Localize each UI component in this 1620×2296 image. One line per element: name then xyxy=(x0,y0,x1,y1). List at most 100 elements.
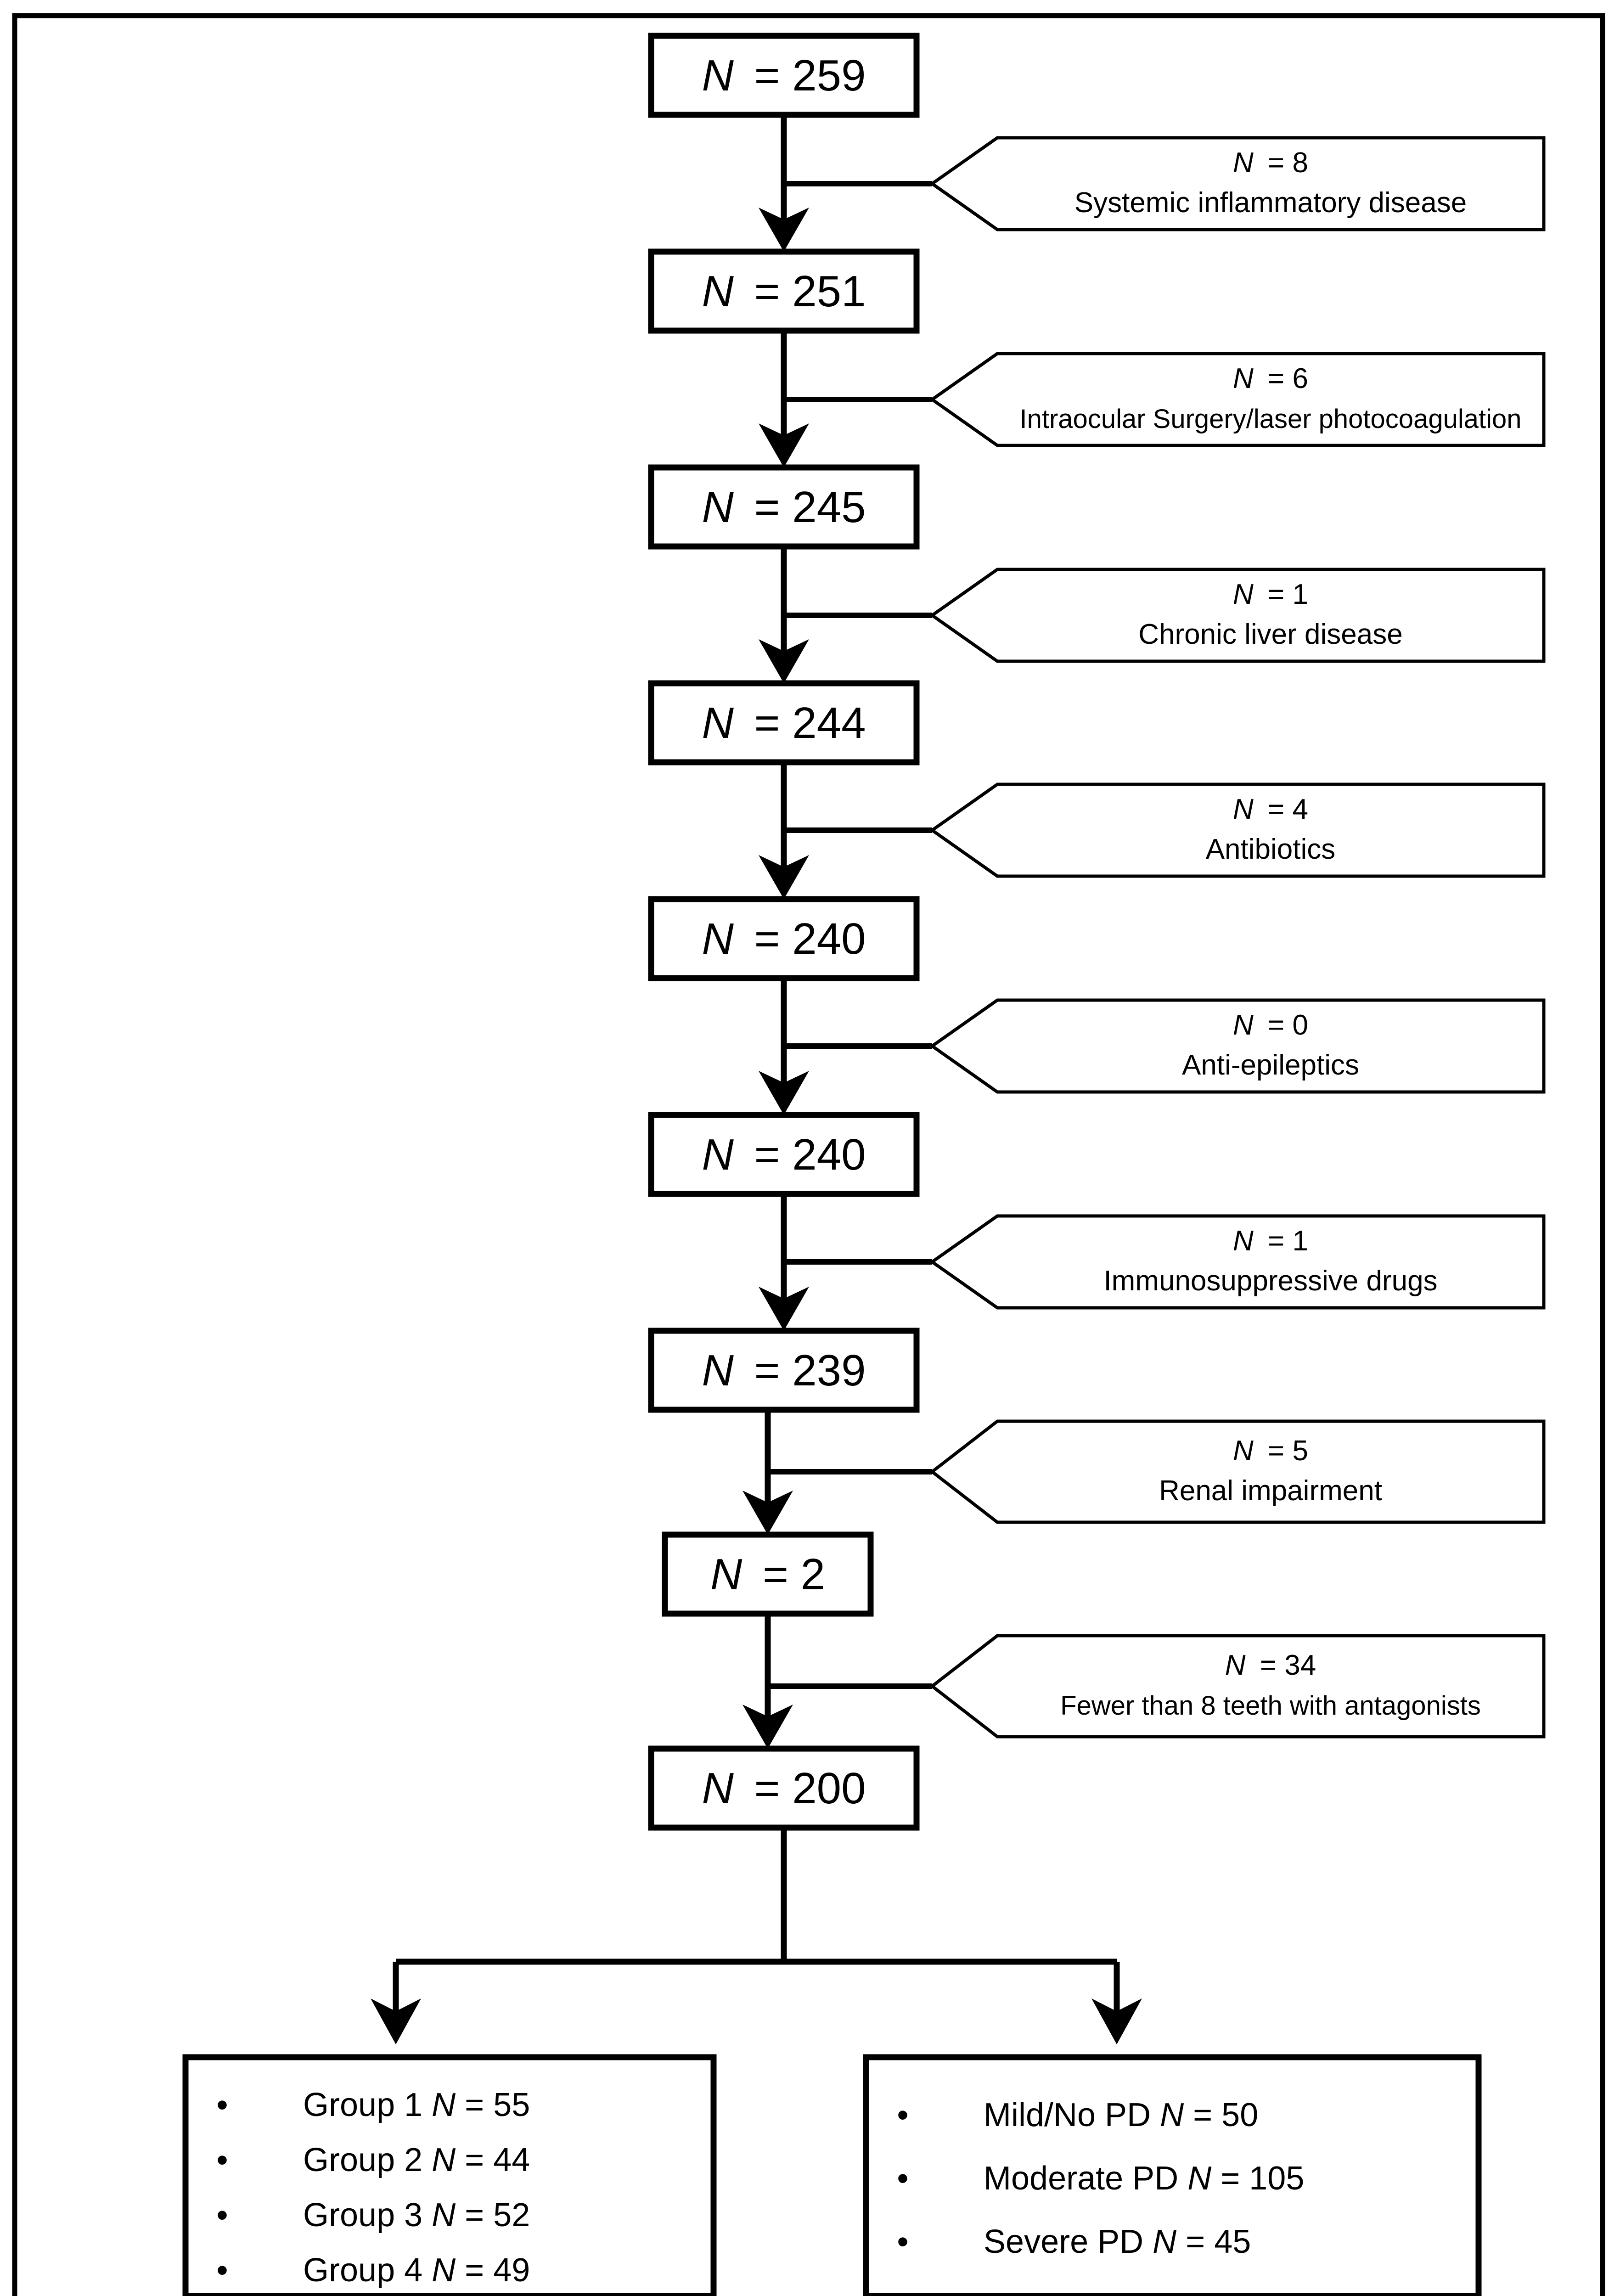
chain-node-n2-value: 245 xyxy=(792,483,866,532)
group-right-0-eq: = 50 xyxy=(1184,2097,1258,2133)
svg-text:N = 1: N = 1 xyxy=(1233,1225,1308,1257)
chain-node-n5-symbol: N xyxy=(702,1130,734,1179)
exclusion-box-e0: N = 8 Systemic inflammatory disease xyxy=(929,136,1546,231)
svg-text:N = 2: N = 2 xyxy=(710,1550,825,1599)
svg-text:N = 251: N = 251 xyxy=(702,267,866,316)
chain-node-n2-symbol: N xyxy=(702,483,734,532)
outcome-box-right: • Mild/No PD N = 50 • Moderate PD N = 10… xyxy=(863,2054,1482,2296)
chain-node-n2: N = 245 xyxy=(648,464,920,550)
list-item: Group 1 N = 55 xyxy=(303,2087,530,2123)
group-right-1-prefix: Moderate PD xyxy=(984,2160,1187,2197)
list-item: Severe PD N = 45 xyxy=(984,2223,1251,2260)
bullet-icon: • xyxy=(897,2160,908,2197)
exclusion-e6-symbol: N xyxy=(1233,1435,1254,1467)
exclusion-e4-count: 0 xyxy=(1292,1009,1308,1041)
exclusion-box-e6: N = 5 Renal impairment xyxy=(929,1419,1546,1524)
chain-node-n4-symbol: N xyxy=(702,914,734,963)
svg-text:N = 240: N = 240 xyxy=(702,1130,866,1179)
exclusion-e2-symbol: N xyxy=(1233,579,1254,610)
svg-text:N = 239: N = 239 xyxy=(702,1346,866,1395)
exclusion-e4-reason: Anti-epileptics xyxy=(1182,1049,1359,1081)
group-left-0-eq: = 55 xyxy=(456,2087,530,2123)
connector-n6-n7 xyxy=(742,1410,793,1535)
group-right-0-symbol: N xyxy=(1160,2097,1184,2133)
chain-node-n0: N = 259 xyxy=(648,33,920,118)
chain-node-n3-symbol: N xyxy=(702,698,734,748)
group-left-2-eq: = 52 xyxy=(456,2197,530,2234)
connector-n5-n6 xyxy=(759,1194,809,1331)
exclusion-box-e3: N = 4 Antibiotics xyxy=(929,782,1546,878)
group-left-1-prefix: Group 2 xyxy=(303,2142,432,2178)
group-right-1-eq: = 105 xyxy=(1211,2160,1304,2197)
chain-node-n5-value: 240 xyxy=(792,1130,866,1179)
list-item: Group 4 N = 49 xyxy=(303,2252,530,2289)
list-item: Group 3 N = 52 xyxy=(303,2197,530,2234)
svg-text:N = 1: N = 1 xyxy=(1233,579,1308,610)
exclusion-e5-reason: Immunosuppressive drugs xyxy=(1103,1265,1437,1297)
exclusion-e0-symbol: N xyxy=(1233,147,1254,179)
svg-text:N = 5: N = 5 xyxy=(1233,1435,1308,1467)
bullet-icon: • xyxy=(216,2087,228,2123)
svg-text:N = 244: N = 244 xyxy=(702,698,866,748)
figure-border xyxy=(12,13,1605,2296)
connector-n7-n8 xyxy=(742,1614,793,1749)
group-right-0-prefix: Mild/No PD xyxy=(984,2097,1160,2133)
outcome-box-left: • Group 1 N = 55 • Group 2 N = 44 • Grou… xyxy=(182,2054,717,2296)
exclusion-box-e1: N = 6 Intraocular Surgery/laser photocoa… xyxy=(929,352,1546,447)
chain-node-n1: N = 251 xyxy=(648,248,920,334)
group-left-1-eq: = 44 xyxy=(456,2142,530,2178)
svg-text:N = 34: N = 34 xyxy=(1225,1649,1316,1681)
exclusion-e6-reason: Renal impairment xyxy=(1159,1475,1382,1507)
group-left-3-symbol: N xyxy=(432,2252,456,2289)
svg-text:N = 8: N = 8 xyxy=(1233,147,1308,179)
exclusion-e5-symbol: N xyxy=(1233,1225,1254,1257)
exclusion-e1-count: 6 xyxy=(1292,363,1308,394)
connector-n4-n5 xyxy=(759,978,809,1115)
chain-node-n1-value: 251 xyxy=(792,267,866,316)
group-left-0-prefix: Group 1 xyxy=(303,2087,432,2123)
chain-node-n4-value: 240 xyxy=(792,914,866,963)
connector-n3-n4 xyxy=(759,762,809,899)
exclusion-e2-reason: Chronic liver disease xyxy=(1138,619,1402,650)
svg-text:N = 200: N = 200 xyxy=(702,1764,866,1813)
connector-n2-n3 xyxy=(759,546,809,683)
group-left-3-eq: = 49 xyxy=(456,2252,530,2289)
exclusion-e7-symbol: N xyxy=(1225,1649,1246,1681)
group-left-1-symbol: N xyxy=(432,2142,456,2178)
svg-text:N = 6: N = 6 xyxy=(1233,363,1308,394)
exclusion-e7-reason: Fewer than 8 teeth with antagonists xyxy=(1060,1691,1481,1721)
bullet-icon: • xyxy=(897,2097,908,2133)
exclusion-e0-count: 8 xyxy=(1292,147,1308,179)
chain-node-n7-value: 2 xyxy=(801,1550,825,1599)
group-left-3-prefix: Group 4 xyxy=(303,2252,432,2289)
list-item: Moderate PD N = 105 xyxy=(984,2160,1304,2197)
bullet-icon: • xyxy=(216,2252,228,2289)
exclusion-e5-count: 1 xyxy=(1292,1225,1308,1257)
chain-node-n5: N = 240 xyxy=(648,1112,920,1197)
bullet-icon: • xyxy=(897,2223,908,2260)
bullet-icon: • xyxy=(216,2142,228,2178)
group-right-1-symbol: N xyxy=(1187,2160,1212,2197)
chain-node-n6-symbol: N xyxy=(702,1346,734,1395)
split-connector xyxy=(371,1828,1142,2044)
chain-node-n0-value: 259 xyxy=(792,51,866,100)
chain-node-n6-value: 239 xyxy=(792,1346,866,1395)
chain-node-n7-symbol: N xyxy=(710,1550,742,1599)
group-left-0-symbol: N xyxy=(432,2087,456,2123)
exclusion-e6-count: 5 xyxy=(1292,1435,1308,1467)
chain-node-n3-value: 244 xyxy=(792,698,866,748)
group-right-2-eq: = 45 xyxy=(1176,2223,1251,2260)
exclusion-box-e7: N = 34 Fewer than 8 teeth with antagonis… xyxy=(929,1634,1546,1739)
chain-node-n7: N = 2 xyxy=(662,1531,874,1617)
group-right-2-prefix: Severe PD xyxy=(984,2223,1153,2260)
exclusion-e1-symbol: N xyxy=(1233,363,1254,394)
exclusion-box-e2: N = 1 Chronic liver disease xyxy=(929,568,1546,663)
chain-node-n0-symbol: N xyxy=(702,51,734,100)
exclusion-box-e5: N = 1 Immunosuppressive drugs xyxy=(929,1214,1546,1310)
chain-node-n3: N = 244 xyxy=(648,680,920,765)
chain-node-n4: N = 240 xyxy=(648,896,920,981)
exclusion-e1-reason: Intraocular Surgery/laser photocoagulati… xyxy=(1020,404,1522,434)
bullet-icon: • xyxy=(216,2197,228,2234)
exclusion-e3-count: 4 xyxy=(1292,793,1308,825)
